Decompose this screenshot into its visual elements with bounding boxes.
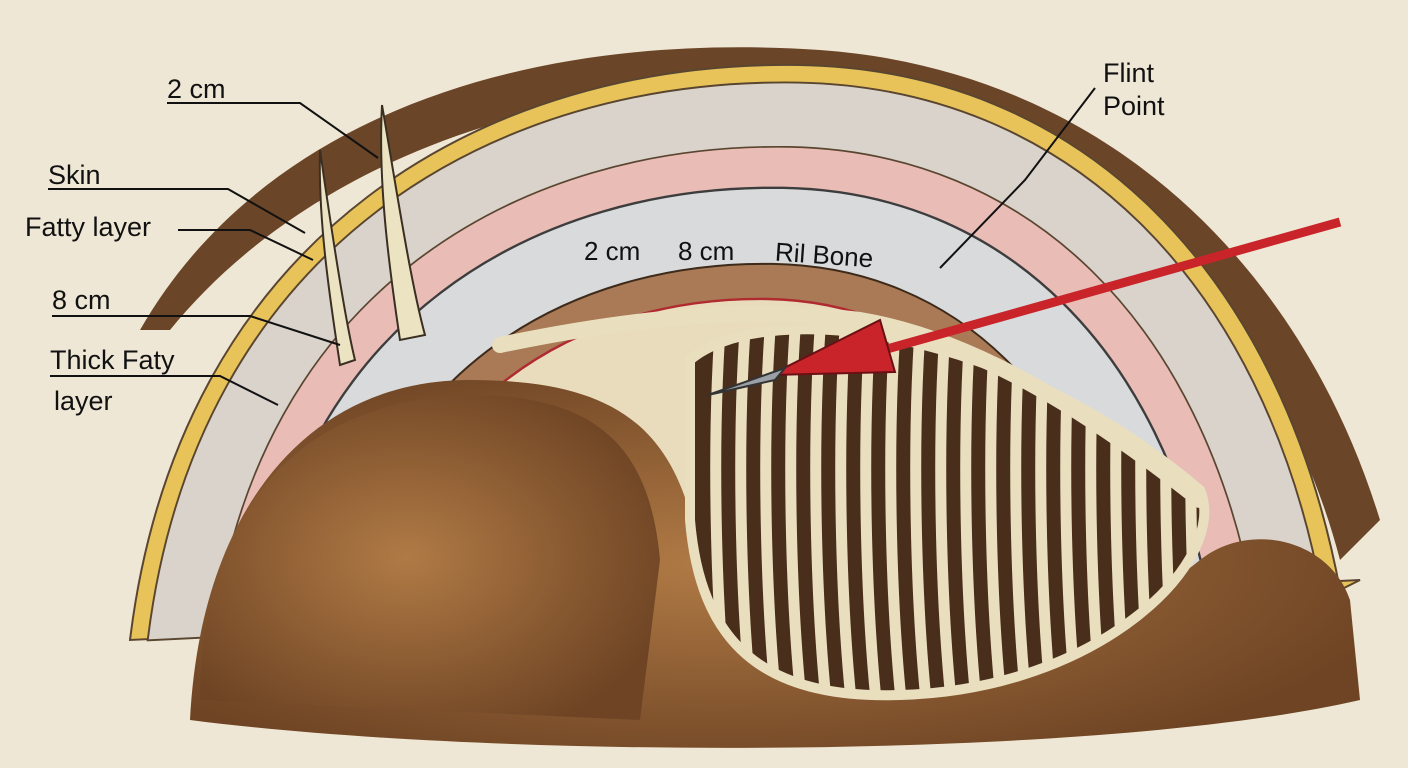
label-inner-measure-1: 2 cm: [584, 236, 641, 266]
rib: [910, 329, 932, 696]
rib: [935, 329, 957, 696]
label-rib-bone: Ril Bone: [774, 236, 875, 274]
bone-spike: [318, 149, 357, 367]
label-inner-measure-2: 8 cm: [678, 236, 735, 266]
flint-point-arrow: [707, 217, 1342, 396]
label-fatty-layer: Fatty layer: [25, 212, 152, 242]
rib: [810, 329, 832, 696]
rib: [985, 329, 1007, 696]
rib: [860, 329, 882, 696]
rib: [960, 329, 982, 696]
leader-lines: [48, 87, 1096, 406]
label-thick-fatty-2: layer: [54, 386, 113, 416]
label-thick-fatty-1: Thick Faty: [50, 345, 175, 375]
label-side-measure: 8 cm: [52, 285, 111, 315]
spine: [492, 306, 1208, 508]
rib: [885, 329, 907, 696]
fur-left: [200, 395, 660, 720]
rib: [835, 329, 857, 696]
bone-spike: [380, 104, 427, 342]
label-skin: Skin: [48, 160, 101, 190]
label-flint-2: Point: [1103, 91, 1165, 121]
label-flint-1: Flint: [1103, 58, 1155, 88]
rib: [785, 329, 807, 696]
label-top-measure: 2 cm: [167, 74, 226, 104]
